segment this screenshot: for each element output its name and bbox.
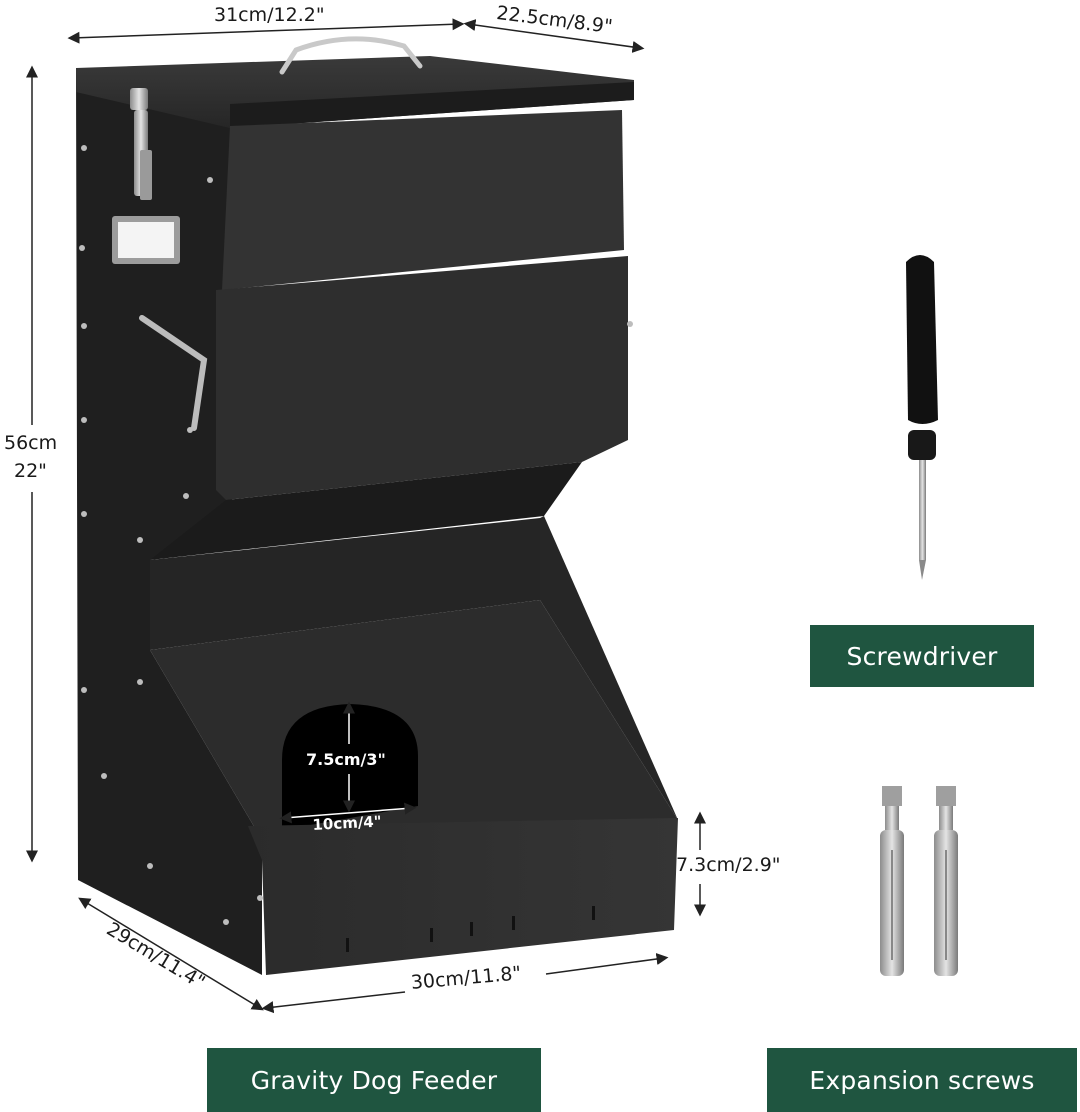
flap-hinge-arm: [139, 315, 208, 431]
expansion-screw-icon: [880, 786, 958, 976]
feeder-lid: [76, 56, 634, 128]
top-width-line: [67, 18, 465, 44]
expansion-screws-label: Expansion screws: [767, 1048, 1077, 1112]
height-cm-label: 56cm: [4, 432, 58, 454]
tray-back-wall: [150, 518, 540, 650]
feeder-side-panel: [76, 72, 262, 975]
tray-front: [248, 818, 678, 975]
screwdriver-icon: [906, 255, 938, 580]
top-depth-line: [463, 19, 645, 53]
lid-latch: [130, 88, 152, 200]
product-name-label: Gravity Dog Feeder: [207, 1048, 541, 1112]
level-window: [112, 216, 180, 264]
dog-feeder: [76, 36, 678, 975]
feeding-opening: [282, 704, 418, 830]
dimension-lines: [26, 18, 706, 1014]
hopper-front: [222, 110, 624, 290]
hopper-flap: [216, 256, 628, 500]
base-depth-line: [78, 897, 264, 1011]
height-in-label: 22": [14, 460, 47, 482]
screwdriver-label: Screwdriver: [810, 625, 1034, 687]
top-width-label: 31cm/12.2": [214, 4, 325, 26]
base-width-line: [261, 991, 406, 1014]
opening-height-label: 7.5cm/3": [306, 750, 386, 769]
opening-width-label: 10cm/4": [312, 812, 382, 834]
tray-height-label: 7.3cm/2.9": [676, 854, 781, 876]
opening-dimension-lines: [279, 701, 417, 824]
